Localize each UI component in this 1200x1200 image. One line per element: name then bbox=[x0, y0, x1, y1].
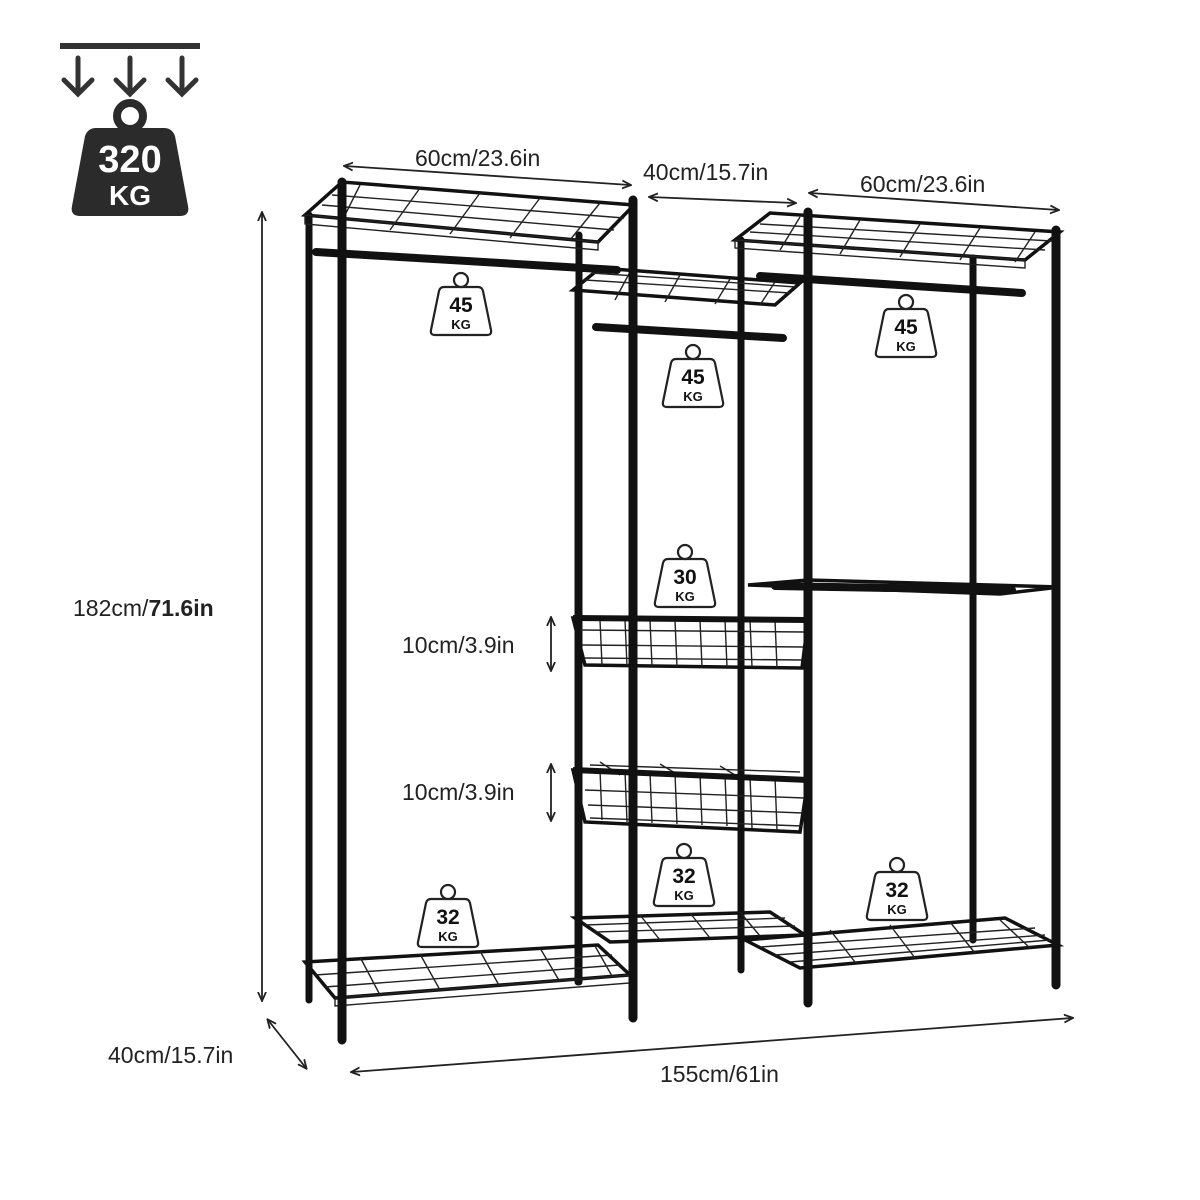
load-badge-unit: KG bbox=[675, 589, 695, 604]
middle-hanging-rod bbox=[592, 323, 787, 342]
total-capacity-value: 320 bbox=[98, 139, 161, 181]
dim-basket-lower: 10cm/3.9in bbox=[402, 779, 515, 805]
load-badge-value: 32 bbox=[672, 865, 695, 888]
left-top-shelf bbox=[300, 180, 638, 251]
right-middle-rod bbox=[747, 578, 1061, 596]
dimension-lines bbox=[262, 166, 1072, 1072]
weight-icon-ring bbox=[675, 842, 693, 860]
lower-basket bbox=[570, 761, 811, 834]
dim-height-cm: 182cm/ bbox=[73, 595, 149, 621]
dim-middle-depth: 40cm/15.7in bbox=[643, 159, 768, 185]
total-capacity-unit: KG bbox=[109, 180, 151, 211]
weight-icon bbox=[652, 856, 716, 908]
load-badge-value: 45 bbox=[681, 366, 705, 389]
weight-icon-ring bbox=[684, 343, 702, 361]
dim-top-left-width: 60cm/23.6in bbox=[415, 145, 540, 171]
weight-icon bbox=[416, 897, 480, 949]
load-badge-unit: KG bbox=[683, 389, 703, 404]
down-arrow-icon bbox=[61, 55, 199, 98]
total-capacity-icon: 320 KG bbox=[60, 43, 200, 216]
weight-icon bbox=[874, 307, 938, 359]
weight-icon-ring bbox=[888, 856, 906, 874]
weight-icon bbox=[661, 357, 725, 409]
weight-icon bbox=[429, 285, 493, 337]
load-badge-value: 32 bbox=[885, 879, 908, 902]
wardrobe-rack bbox=[300, 177, 1065, 1045]
upper-basket bbox=[570, 615, 810, 670]
front-posts bbox=[337, 177, 1061, 1045]
weight-icon-ring bbox=[897, 293, 915, 311]
weight-icon bbox=[865, 870, 929, 922]
weight-icon-ring bbox=[452, 271, 470, 289]
load-badge-unit: KG bbox=[887, 902, 907, 917]
load-badge-value: 32 bbox=[436, 906, 459, 929]
weight-icon-ring bbox=[439, 883, 457, 901]
load-badge-unit: KG bbox=[451, 317, 471, 332]
dim-basket-upper: 10cm/3.9in bbox=[402, 632, 515, 658]
dim-top-right-width: 60cm/23.6in bbox=[860, 171, 985, 197]
load-badge-unit: KG bbox=[438, 929, 458, 944]
weight-icon-ring bbox=[676, 543, 694, 561]
dim-height: 182cm/71.6in bbox=[73, 595, 214, 621]
left-hanging-rod bbox=[312, 248, 621, 274]
load-badge-unit: KG bbox=[896, 339, 916, 354]
load-badge-unit: KG bbox=[674, 888, 694, 903]
weight-icon bbox=[653, 557, 717, 609]
middle-top-shelf bbox=[568, 266, 805, 307]
load-badge-value: 45 bbox=[894, 316, 918, 339]
right-top-shelf bbox=[730, 211, 1065, 269]
dim-total-width: 155cm/61in bbox=[660, 1061, 779, 1087]
load-badge-value: 45 bbox=[449, 294, 473, 317]
dim-height-in: 71.6in bbox=[148, 595, 213, 621]
dim-depth: 40cm/15.7in bbox=[108, 1042, 233, 1068]
load-badge-value: 30 bbox=[673, 566, 696, 589]
